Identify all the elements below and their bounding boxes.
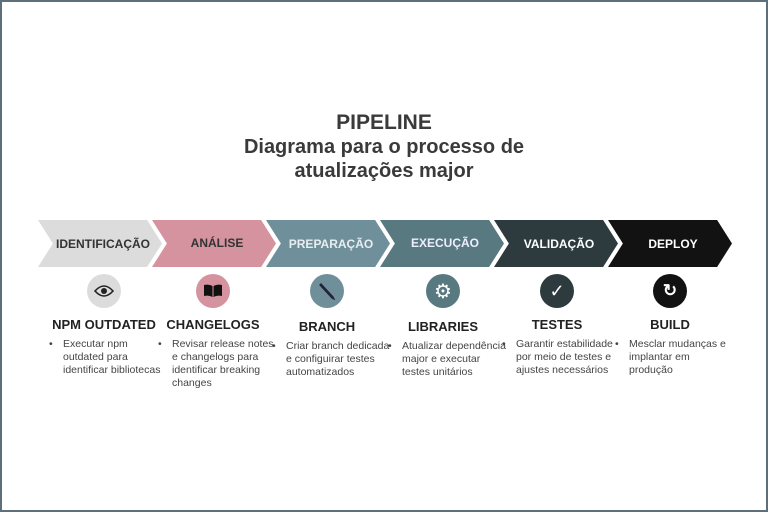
stage-execucao: EXECUÇÃO [380,220,504,267]
step-bullet: Atualizar dependência major e executar t… [378,340,508,379]
subtitle-line: Diagrama para o processo de [243,136,525,158]
step-bullet: Garantir estabilidade por meio de testes… [492,338,622,377]
step-heading: BRANCH [298,319,356,334]
step-branch: BRANCH Criar branch dedicada e configuir… [262,274,392,379]
step-libraries: ⚙ LIBRARIES Atualizar dependência major … [378,274,508,379]
stage-preparacao: PREPARAÇÃO [266,220,390,267]
stage-validacao: VALIDAÇÃO [494,220,618,267]
step-bullet: Mesclar mudanças e implantar em produção [605,338,735,377]
step-heading: LIBRARIES [407,319,479,334]
stage-deploy: DEPLOY [608,220,732,267]
refresh-icon: ↻ [653,274,687,308]
step-changelogs: CHANGELOGS Revisar release notes e chang… [148,274,278,390]
eye-icon [87,274,121,308]
step-npm-outdated: NPM OUTDATED Executar npm outdated para … [39,274,169,377]
step-bullet: Executar npm outdated para identificar b… [39,338,169,377]
step-heading: TESTES [531,317,583,332]
book-icon [196,274,230,308]
step-heading: NPM OUTDATED [52,317,156,332]
stage-identificacao: IDENTIFICAÇÃO [38,220,162,267]
step-bullet: Revisar release notes e changelogs para … [148,338,278,390]
gear-icon: ⚙ [426,274,460,308]
step-build: ↻ BUILD Mesclar mudanças e implantar em … [605,274,735,377]
step-heading: CHANGELOGS [166,317,260,332]
stage-analise: ANÁLISE [152,220,276,267]
step-bullet: Criar branch dedicada e configuirar test… [262,340,392,379]
pencil-icon [310,274,344,308]
diagram-title: PIPELINE [336,111,432,134]
step-heading: BUILD [650,317,690,332]
subtitle-line: atualizações major [294,160,474,182]
check-icon: ✓ [540,274,574,308]
step-testes: ✓ TESTES Garantir estabilidade por meio … [492,274,622,377]
